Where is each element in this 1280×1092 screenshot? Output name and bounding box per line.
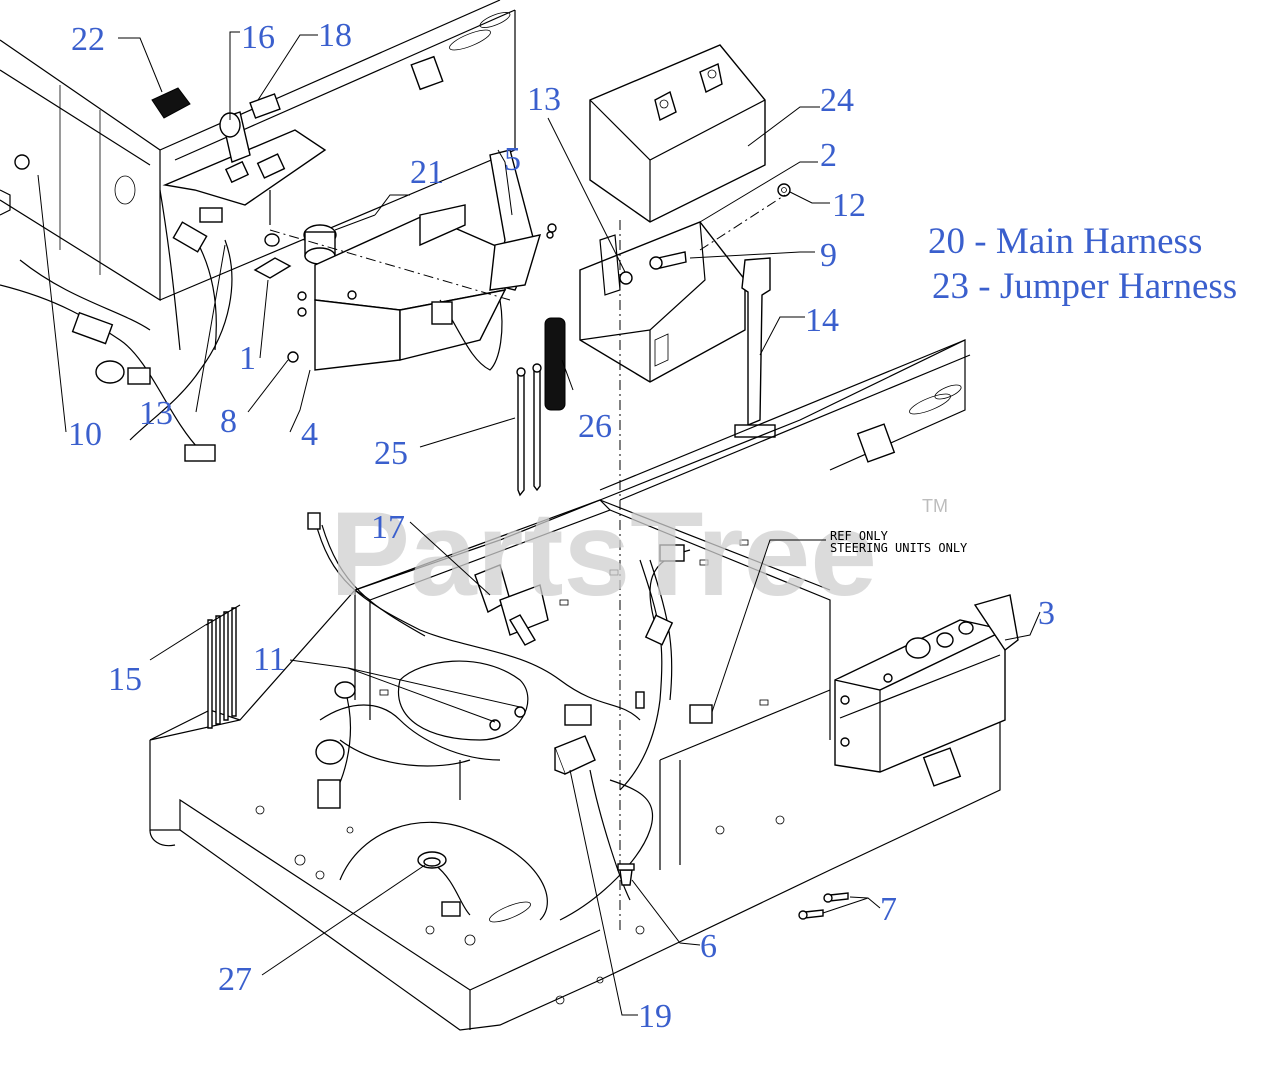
callout-9: 9 [820, 237, 837, 274]
main-frame [149, 339, 1001, 1031]
callout-18: 18 [318, 17, 352, 54]
ignition-switch-21 [264, 224, 337, 265]
battery-tray-2 [579, 221, 746, 383]
bolts-7 [798, 892, 849, 920]
cable-ties-15 [205, 604, 241, 729]
callout-16: 16 [241, 19, 275, 56]
seat-switch-17 [474, 564, 549, 646]
note-line-2: STEERING UNITS ONLY [830, 541, 968, 555]
callout-7: 7 [880, 891, 897, 928]
assembly-line [269, 229, 511, 301]
nut-12 [777, 183, 791, 197]
hex-hole [856, 423, 896, 463]
left-wire-harness [0, 154, 233, 462]
callout-6: 6 [700, 928, 717, 965]
callout-14: 14 [805, 302, 839, 339]
dash-housing-4 [314, 204, 507, 371]
cable-ties-25 [516, 363, 542, 497]
hex-hole [922, 747, 962, 787]
battery-24 [589, 44, 766, 223]
callout-25: 25 [374, 435, 408, 472]
hex-hole [410, 55, 444, 91]
note-line-1: REF ONLY [830, 529, 889, 543]
watermark: PartsTree TM [330, 487, 948, 621]
callout-11: 11 [253, 641, 286, 678]
plate-1 [253, 257, 292, 279]
watermark-tm: TM [922, 496, 948, 516]
watermark-text: PartsTree [330, 487, 877, 621]
sleeve-26 [544, 317, 566, 411]
assembly-line [699, 194, 786, 251]
callout-19: 19 [638, 998, 672, 1035]
legend-main-harness: 20 - Main Harness [928, 221, 1202, 262]
callout-13-battery: 13 [527, 81, 561, 118]
connector [317, 779, 341, 809]
leader-lines [37, 31, 1041, 1016]
harness-legend: 20 - Main Harness 23 - Jumper Harness [928, 221, 1237, 307]
callout-24: 24 [820, 82, 854, 119]
connector [184, 444, 216, 462]
callout-17: 17 [371, 509, 405, 546]
bolts-8 [287, 290, 357, 363]
legend-jumper-harness: 23 - Jumper Harness [932, 266, 1237, 307]
callout-10: 10 [68, 416, 102, 453]
control-panel-bracket [151, 87, 327, 225]
callout-27: 27 [218, 961, 252, 998]
rocker-switch-22 [151, 87, 191, 119]
connector [659, 544, 685, 562]
callout-3: 3 [1038, 595, 1055, 632]
connector [307, 512, 321, 530]
callout-2: 2 [820, 137, 837, 174]
callout-21: 21 [410, 154, 444, 191]
reference-note: REF ONLY STEERING UNITS ONLY [830, 529, 968, 555]
control-housing-3 [834, 594, 1019, 773]
callout-1: 1 [239, 340, 256, 377]
bolt-6 [617, 863, 635, 886]
sensor-27 [417, 851, 461, 917]
bolt-9 [649, 251, 687, 270]
callout-26: 26 [578, 408, 612, 445]
callout-12: 12 [832, 187, 866, 224]
callout-15: 15 [108, 661, 142, 698]
callout-8: 8 [220, 403, 237, 440]
bracket-5 [489, 149, 557, 291]
callout-13-harness: 13 [139, 395, 173, 432]
main-harness-20 [307, 512, 713, 921]
connector [564, 704, 592, 726]
callout-labels: 22 16 18 13 24 5 21 2 12 9 14 1 10 13 8 … [68, 17, 1055, 1035]
callout-22: 22 [71, 21, 105, 58]
switch-ref [689, 704, 713, 724]
switch-18 [249, 93, 281, 119]
callout-4: 4 [301, 416, 318, 453]
callout-5: 5 [504, 141, 521, 178]
connector [71, 311, 114, 345]
module-19 [554, 735, 596, 775]
